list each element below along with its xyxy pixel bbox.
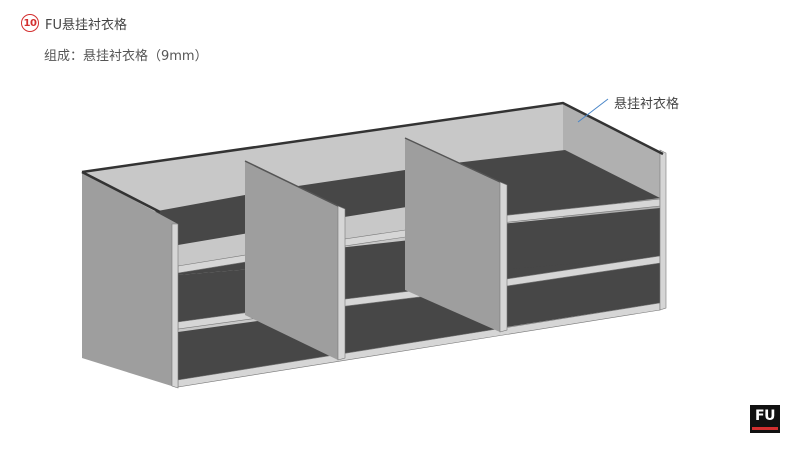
divider-right-face (405, 138, 500, 332)
divider-right-top (404, 137, 501, 183)
fu-logo-bar (752, 427, 778, 430)
divider-left-edge (337, 205, 346, 361)
divider-left-face (245, 161, 338, 360)
fu-logo: FU (750, 405, 780, 433)
composition-subtitle: 组成：悬挂衬衣格（9mm） (44, 49, 208, 64)
callout-label: 悬挂衬衣格 (614, 97, 680, 112)
cabinet-left-panel-edge (171, 223, 179, 389)
cabinet-right-edge (659, 149, 667, 311)
divider-left-top (244, 160, 339, 207)
cabinet-left-panel (82, 172, 178, 388)
divider-right-edge (499, 181, 508, 333)
shelf-mid-right (500, 208, 660, 274)
callout-leader-line (577, 98, 609, 123)
fu-logo-text: FU (755, 408, 775, 424)
title-row: 10 FU悬挂衬衣格 (21, 13, 127, 33)
page-title: FU悬挂衬衣格 (45, 17, 127, 33)
cabinet-top-back-edge (81, 101, 664, 174)
cabinet-top-left-edge (81, 170, 161, 214)
number-badge: 10 (21, 14, 39, 32)
